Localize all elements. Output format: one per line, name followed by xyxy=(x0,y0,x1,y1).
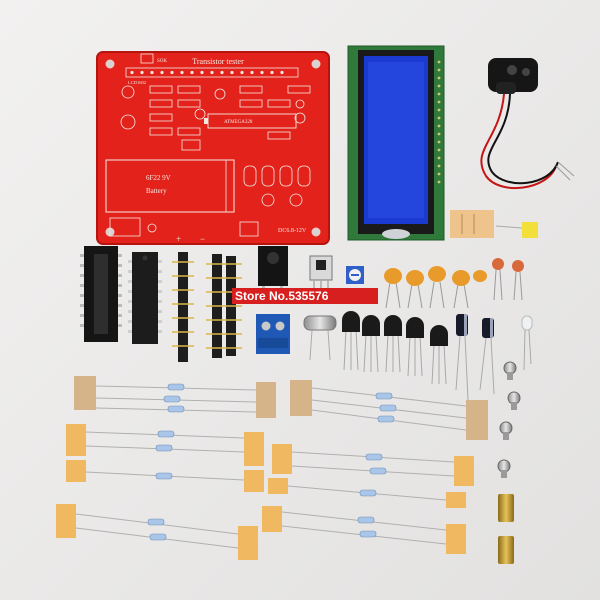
battery-clip xyxy=(480,58,575,190)
mcu-chip xyxy=(128,252,162,344)
transistors xyxy=(342,311,448,385)
brass-standoffs xyxy=(498,494,514,564)
ic-socket xyxy=(80,246,122,342)
pcb-label-mcu: ATMEGA328 xyxy=(224,120,253,125)
lcd-module xyxy=(347,45,445,241)
pcb-label-battery: Battery xyxy=(146,187,167,195)
ceramic-capacitors xyxy=(384,258,524,309)
led xyxy=(521,315,533,371)
electrolytic-capacitors xyxy=(455,314,495,401)
resistor-strips xyxy=(56,376,488,560)
crystal xyxy=(303,315,337,361)
pcb-board: Transistor tester SOK LCD1602 ATMEGA328 … xyxy=(96,51,330,245)
pcb-label-plus: + xyxy=(176,234,181,244)
pcb-label-power-switch: SOK xyxy=(157,59,167,64)
header-pins xyxy=(172,252,242,362)
terminal-block xyxy=(256,314,290,354)
trimmer-potentiometer xyxy=(346,266,364,284)
pcb-label-minus: − xyxy=(200,234,205,244)
pcb-label-dc-input: DC6.8-12V xyxy=(278,228,307,234)
pcb-title: Transistor tester xyxy=(192,57,244,66)
pcb-label-battery-type: 6F22 9V xyxy=(146,174,171,182)
screws xyxy=(497,361,521,478)
taped-component xyxy=(450,210,538,238)
pcb-label-lcd: LCD1602 xyxy=(128,80,146,85)
store-watermark: Store No.535576 xyxy=(232,288,378,304)
dc-jack xyxy=(258,246,288,296)
slide-switch xyxy=(309,255,333,292)
